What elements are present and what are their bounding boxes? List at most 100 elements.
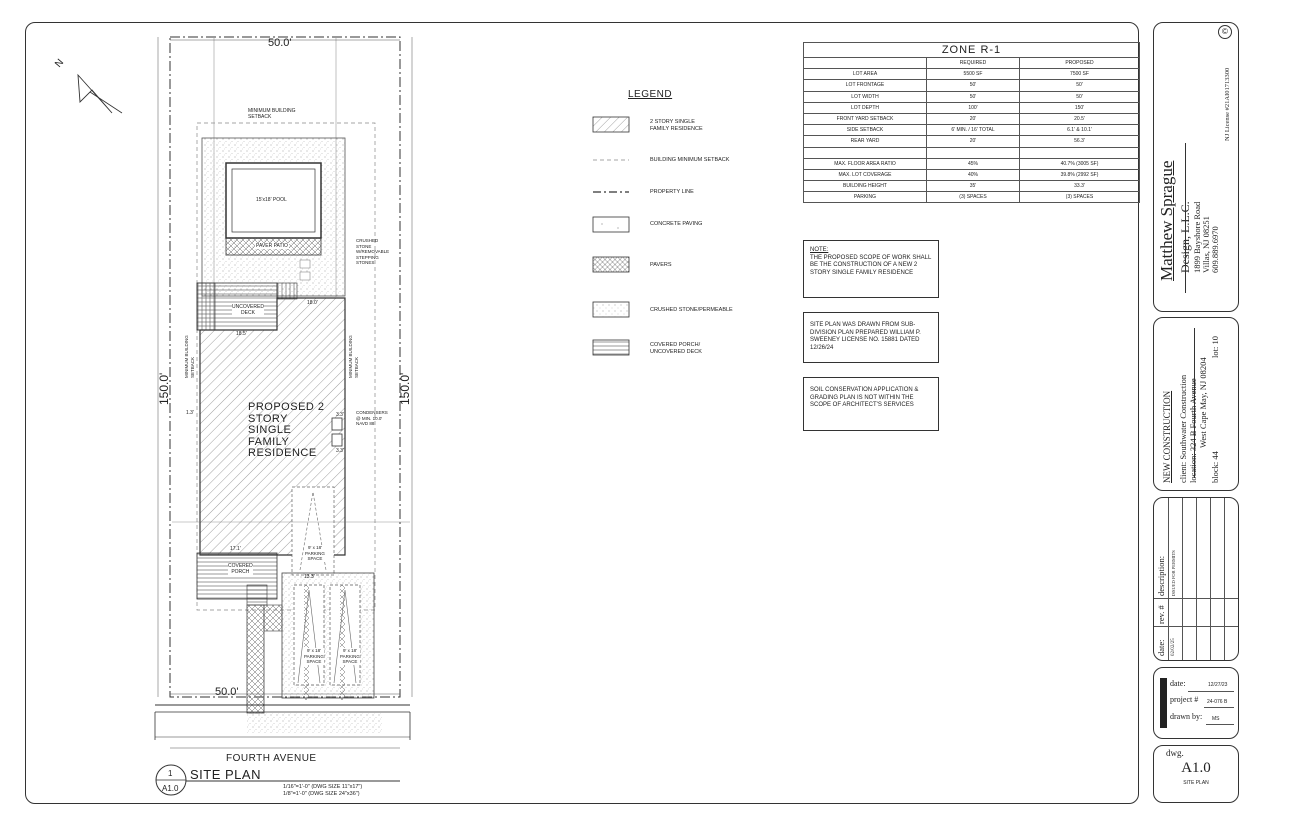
- zone-cell-proposed: 7500 SF: [1019, 68, 1140, 81]
- site-plan-drawing: [77, 36, 413, 796]
- rear-setback-label: MINIMUM BUILDING SETBACK: [248, 108, 296, 120]
- note-scope-text: THE PROPOSED SCOPE OF WORK SHALL BE THE …: [810, 254, 932, 276]
- legend-item-concrete: CONCRETE PAVING: [650, 221, 703, 227]
- dim-right: 150.0': [398, 372, 412, 405]
- condensers-label: CONDENSERS @ MIN. 10.0' NAVD 88: [356, 410, 388, 426]
- zone-cell-required: 50': [926, 79, 1020, 92]
- zone-cell-proposed: 56.3': [1019, 135, 1140, 148]
- dim-13-3: 13.3': [304, 574, 315, 580]
- walkway: [246, 604, 265, 714]
- zone-cell-required: 5500 SF: [926, 68, 1020, 81]
- rev-date-header: date:: [1156, 639, 1166, 656]
- drawing-number-block: dwg. A1.0 SITE PLAN: [1153, 745, 1239, 803]
- project-block-number: block: 44: [1210, 451, 1220, 483]
- zone-cell-required: 50': [926, 90, 1020, 103]
- zone-cell-required: [926, 146, 1020, 159]
- zone-cell-proposed: 33.3': [1019, 180, 1140, 193]
- project-block: NEW CONSTRUCTION client: Southwater Cons…: [1153, 317, 1239, 491]
- zone-cell-proposed: 6.1' & 10.1': [1019, 124, 1140, 137]
- rev-num-header: rev. #: [1156, 605, 1166, 624]
- zone-row: PARKING(3) SPACES(3) SPACES: [803, 191, 1140, 204]
- legend-item-residence: 2 STORY SINGLE FAMILY RESIDENCE: [650, 119, 703, 132]
- zone-row: [803, 146, 1140, 159]
- legend-item-setback: BUILDING MINIMUM SETBACK: [650, 157, 730, 163]
- project-city: West Cape May, NJ 08204: [1198, 357, 1208, 448]
- zone-cell-item: LOT FRONTAGE: [803, 79, 927, 92]
- dwg-number: A1.0: [1181, 760, 1211, 776]
- zone-cell-item: MAX. FLOOR AREA RATIO: [803, 157, 927, 170]
- plan-title: SITE PLAN: [190, 767, 261, 782]
- crushed-stone-label: CRUSHED STONE W/REMOVABLE STEPPING STONE…: [356, 238, 390, 265]
- zone-cell-item: BUILDING HEIGHT: [803, 180, 927, 193]
- zone-cell-item: SIDE SETBACK: [803, 124, 927, 137]
- legend-item-porch: COVERED PORCH/ UNCOVERED DECK: [650, 342, 702, 355]
- dim-1-3: 1.3': [186, 410, 194, 416]
- dim-17-1: 17.1': [230, 546, 241, 552]
- zone-title: ZONE R-1: [803, 42, 1140, 58]
- plan-scale-2: 1/8"=1'-0" (DWG SIZE 24"x36"): [283, 791, 360, 797]
- copyright-mark: ©: [1218, 25, 1232, 39]
- zone-cell-proposed: 20.5': [1019, 112, 1140, 126]
- project-location: location: 324 B Fourth Avenue: [1188, 378, 1198, 483]
- dwg-name: SITE PLAN: [1183, 780, 1209, 786]
- zone-cell-item: PARKING: [803, 191, 927, 204]
- dim-left: 150.0': [157, 372, 171, 405]
- legend-item-property-line: PROPERTY LINE: [650, 189, 694, 195]
- project-number-value: 24-076 B: [1207, 699, 1228, 705]
- residence-label: PROPOSED 2 STORY SINGLE FAMILY RESIDENCE: [248, 401, 325, 459]
- dwg-label: dwg.: [1166, 748, 1184, 758]
- dim-bottom: 50.0': [215, 686, 239, 698]
- parking-label-2: 9' x 18' PARKING SPACE: [304, 648, 324, 665]
- project-type: NEW CONSTRUCTION: [1162, 390, 1172, 483]
- firm-name: Matthew Sprague: [1157, 160, 1176, 281]
- plan-scale-1: 1/16"=1'-0" (DWG SIZE 11"x17"): [283, 784, 363, 790]
- legend-item-crushed-stone: CRUSHED STONE/PERMEABLE: [650, 307, 733, 313]
- date-value: 12/27/23: [1208, 682, 1228, 688]
- zone-cell-item: LOT DEPTH: [803, 101, 927, 114]
- paver-patio-label: PAVER PATIO: [255, 243, 289, 249]
- zone-cell-item: [803, 146, 927, 159]
- plan-sheet-ref: A1.0: [162, 784, 179, 793]
- dim-3-3a: 3.3': [336, 412, 344, 418]
- left-setback-label: MINIMUM BUILDING SETBACK: [184, 335, 195, 378]
- zone-col-required: REQUIRED: [926, 56, 1020, 70]
- zone-cell-item: LOT AREA: [803, 68, 927, 81]
- license-number: NJ License #21AI01713300: [1224, 67, 1231, 141]
- zone-cell-required: 20': [926, 112, 1020, 126]
- zone-cell-required: (3) SPACES: [926, 191, 1020, 204]
- condenser-2: [331, 433, 343, 447]
- dim-top: 50.0': [268, 37, 292, 49]
- north-arrow: [77, 73, 123, 114]
- plan-number: 1: [168, 769, 173, 778]
- porch-label: COVERED PORCH: [228, 563, 253, 575]
- drawn-by-label: drawn by:: [1170, 712, 1203, 721]
- legend-title: LEGEND: [628, 89, 673, 100]
- note-survey: SITE PLAN WAS DRAWN FROM SUB-DIVISION PL…: [803, 312, 939, 363]
- dim-3-3b: 3.3': [336, 448, 344, 454]
- zone-cell-proposed: [1019, 146, 1140, 159]
- drawn-by-value: MS: [1212, 716, 1220, 722]
- rev-date: 02/02/25: [1171, 638, 1176, 656]
- zone-cell-proposed: 39.8% (2992 SF): [1019, 168, 1140, 182]
- parking-label-3: 9' x 18' PARKING SPACE: [340, 648, 360, 665]
- deck-label: UNCOVERED DECK: [232, 304, 264, 316]
- client-name: client: Southwater Construction: [1178, 374, 1188, 483]
- date-label: date:: [1170, 679, 1186, 688]
- note-scope-label: NOTE:: [810, 247, 829, 253]
- right-setback-label: MINIMUM BUILDING SETBACK: [348, 335, 359, 378]
- zone-cell-item: REAR YARD: [803, 135, 927, 148]
- note-scope: NOTE: THE PROPOSED SCOPE OF WORK SHALL B…: [803, 240, 939, 298]
- street-name: FOURTH AVENUE: [226, 753, 317, 764]
- date-block: date: 12/27/23 project # 24-076 B drawn …: [1153, 667, 1239, 739]
- dim-18-5: 18.5': [236, 331, 247, 337]
- project-number-label: project #: [1170, 695, 1199, 704]
